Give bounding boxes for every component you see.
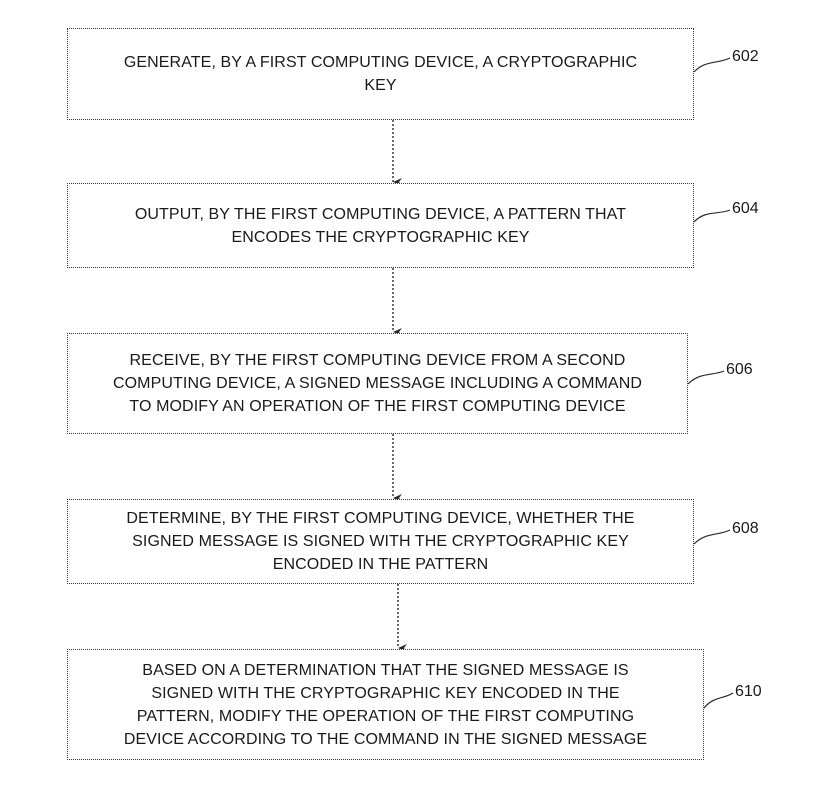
step-text-line: COMPUTING DEVICE, A SIGNED MESSAGE INCLU… — [112, 375, 643, 392]
step-text-line: ENCODED IN THE PATTERN — [272, 556, 489, 573]
ref-numeral-604: 604 — [732, 200, 759, 217]
ref-numeral-608: 608 — [732, 520, 759, 537]
step-text-line: GENERATE, BY A FIRST COMPUTING DEVICE, A… — [123, 54, 638, 71]
leader-610 — [703, 692, 734, 709]
flow-step-606: RECEIVE, BY THE FIRST COMPUTING DEVICE F… — [67, 333, 688, 434]
step-text-line: BASED ON A DETERMINATION THAT THE SIGNED… — [142, 661, 629, 679]
flow-step-602: GENERATE, BY A FIRST COMPUTING DEVICE, A… — [67, 28, 694, 120]
flow-step-608: DETERMINE, BY THE FIRST COMPUTING DEVICE… — [67, 499, 694, 584]
step-text-line: SIGNED WITH THE CRYPTOGRAPHIC KEY ENCODE… — [151, 684, 620, 702]
step-text-line: ENCODES THE CRYPTOGRAPHIC KEY — [231, 228, 530, 246]
leader-602 — [693, 57, 731, 73]
step-text-line: PATTERN, MODIFY THE OPERATION OF THE FIR… — [136, 707, 635, 725]
ref-numeral-606: 606 — [726, 361, 753, 378]
flow-step-610: BASED ON A DETERMINATION THAT THE SIGNED… — [67, 649, 704, 760]
step-text-line: RECEIVE, BY THE FIRST COMPUTING DEVICE F… — [129, 352, 626, 369]
ref-numeral-610: 610 — [735, 683, 762, 700]
leader-608 — [693, 529, 731, 545]
step-text-line: OUTPUT, BY THE FIRST COMPUTING DEVICE, A… — [134, 205, 627, 223]
step-text-line: KEY — [364, 77, 397, 94]
ref-numeral-602: 602 — [732, 48, 759, 65]
step-text-line: SIGNED MESSAGE IS SIGNED WITH THE CRYPTO… — [132, 533, 629, 550]
step-text-line: TO MODIFY AN OPERATION OF THE FIRST COMP… — [129, 398, 626, 415]
flow-step-604: OUTPUT, BY THE FIRST COMPUTING DEVICE, A… — [67, 183, 694, 268]
leader-604 — [693, 209, 731, 223]
step-text-line: DETERMINE, BY THE FIRST COMPUTING DEVICE… — [126, 510, 635, 527]
step-text-line: DEVICE ACCORDING TO THE COMMAND IN THE S… — [123, 730, 648, 748]
leader-606 — [687, 370, 725, 385]
